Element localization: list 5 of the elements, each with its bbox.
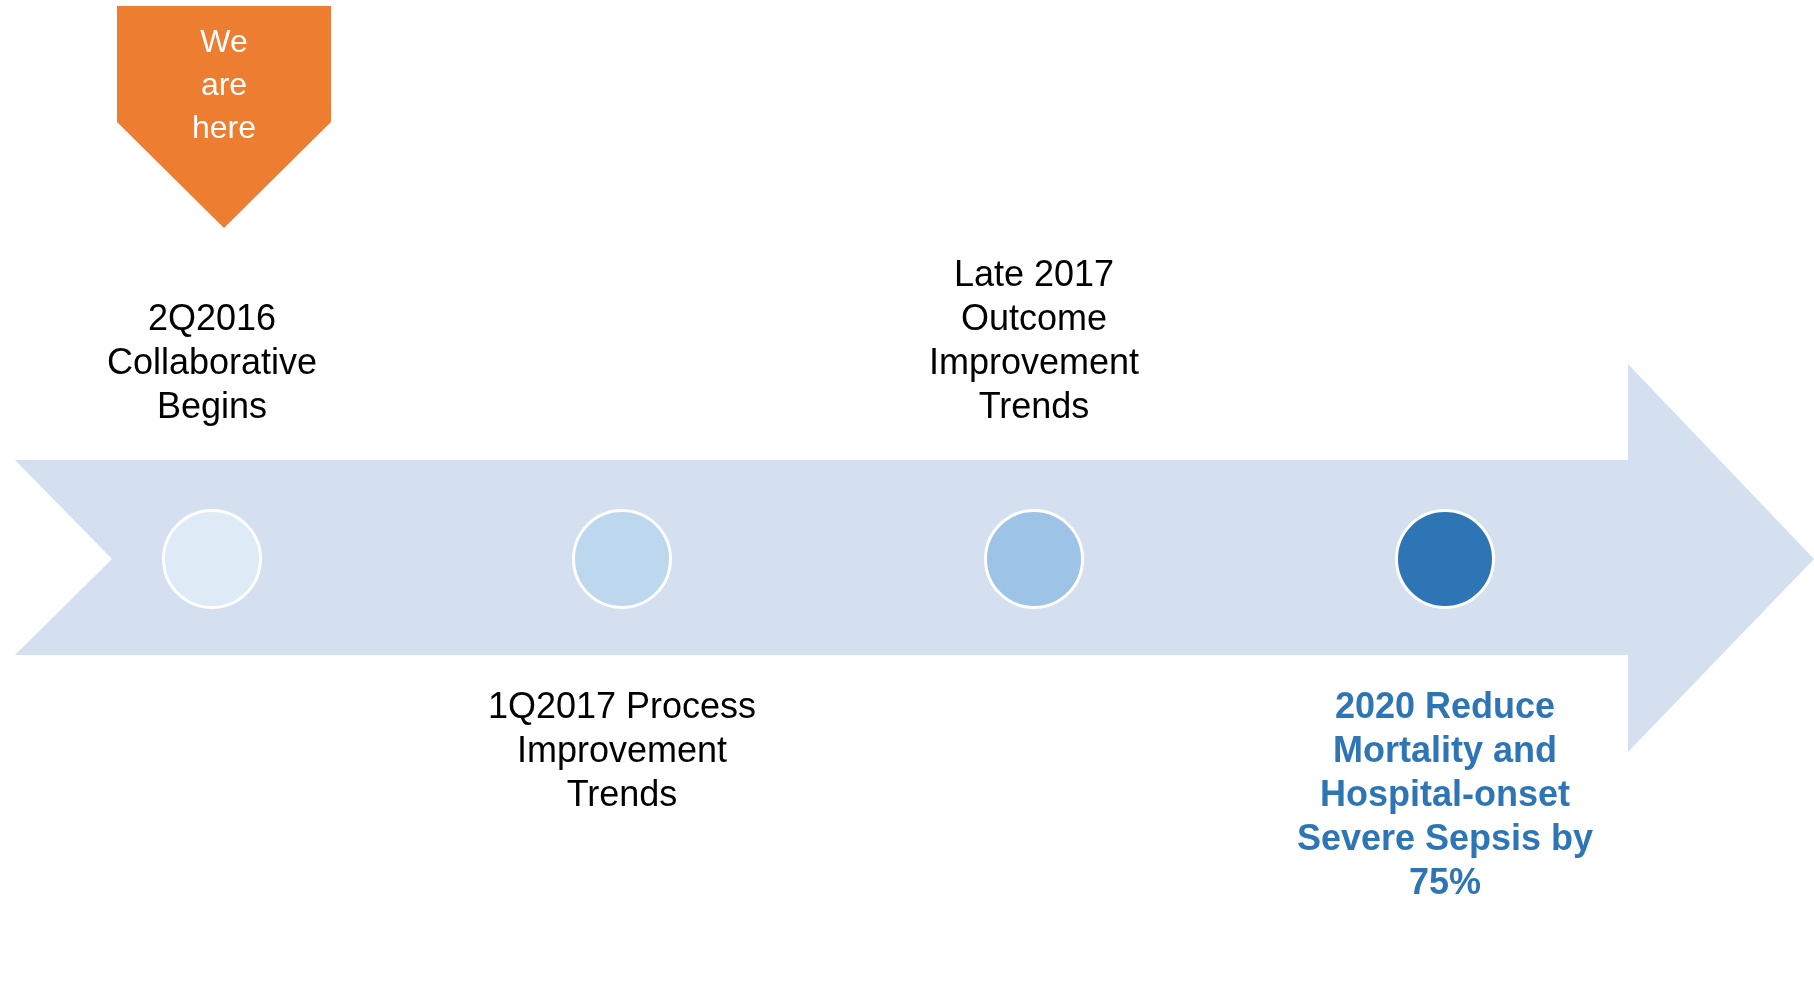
milestone-label: 1Q2017 Process Improvement Trends: [486, 684, 758, 816]
milestone-label: 2Q2016 Collaborative Begins: [105, 296, 319, 428]
milestone-label: Late 2017 Outcome Improvement Trends: [927, 252, 1141, 428]
milestone-label: 2020 Reduce Mortality and Hospital-onset Severe Sepsis by 75%: [1295, 684, 1595, 904]
marker-text: We are here: [190, 22, 257, 148]
